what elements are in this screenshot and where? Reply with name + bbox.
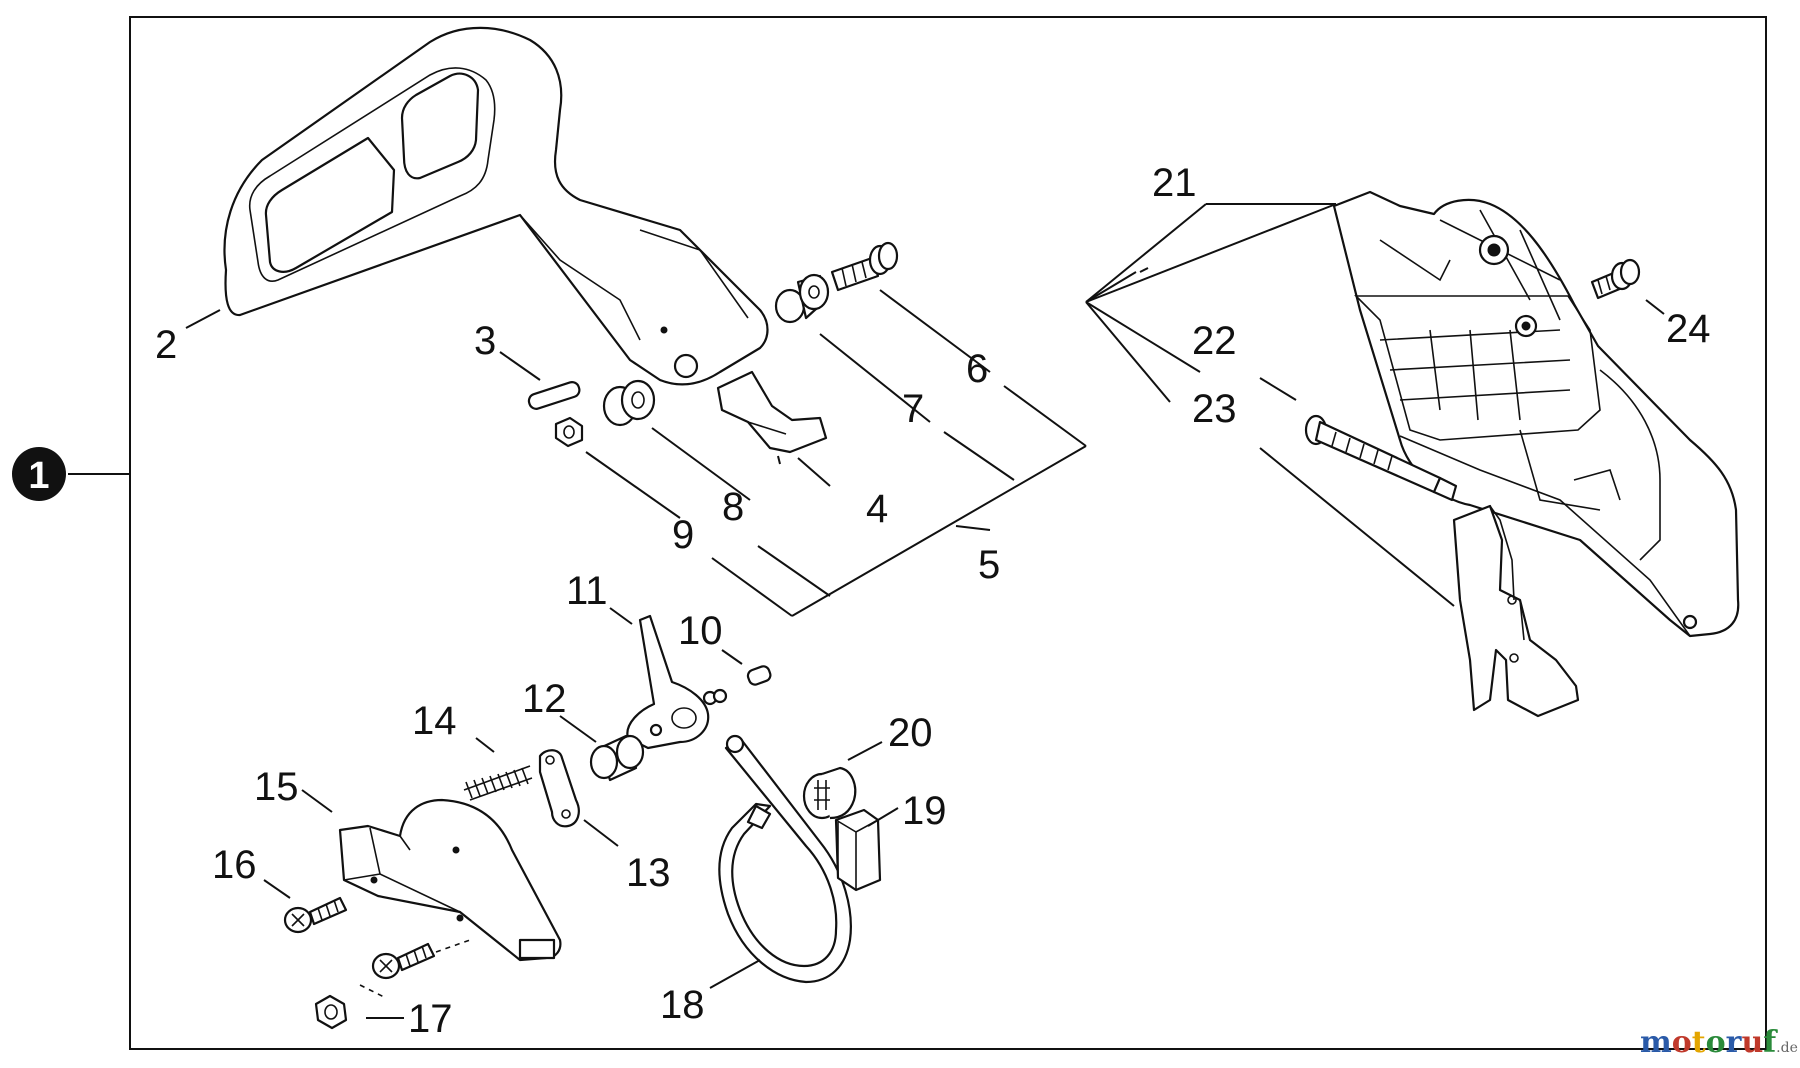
part-bolt-6	[830, 241, 899, 292]
wm-suffix: .de	[1776, 1040, 1798, 1056]
assembly-marker: 1	[12, 447, 130, 501]
callout-3: 3	[474, 319, 496, 363]
part-bolt-22	[1304, 414, 1458, 502]
diagram-frame	[129, 16, 1767, 1050]
callout-21: 21	[1152, 161, 1197, 205]
callout-16: 16	[212, 843, 257, 887]
part-collar-12	[589, 734, 645, 782]
part-cover-21	[1332, 190, 1740, 638]
part-hand-guard	[223, 26, 769, 386]
callout-labels: 2 3 4 5 6 7 8 9 10 11 12 13 14 15 16 17 …	[155, 161, 1711, 1041]
callout-22: 22	[1192, 319, 1237, 363]
part-bushing-20	[802, 766, 857, 820]
callout-12: 12	[522, 677, 567, 721]
wm-letter: m	[1640, 1025, 1672, 1060]
callout-14: 14	[412, 699, 457, 743]
part-nut-17	[314, 994, 348, 1030]
wm-letter: t	[1692, 1025, 1706, 1060]
part-bracket-23	[1452, 504, 1580, 718]
callout-2: 2	[155, 323, 177, 367]
part-pin-3	[527, 381, 581, 410]
part-link-13	[538, 749, 580, 828]
callout-24: 24	[1666, 307, 1711, 351]
callout-23: 23	[1192, 387, 1237, 431]
callout-4: 4	[866, 487, 888, 531]
callout-18: 18	[660, 983, 705, 1027]
assembly-number: 1	[28, 455, 49, 497]
wm-letter: r	[1726, 1025, 1743, 1060]
callout-10: 10	[678, 609, 723, 653]
watermark-logo: motoruf.de	[1640, 1025, 1798, 1060]
callout-8: 8	[722, 485, 744, 529]
part-lever-11	[626, 614, 728, 750]
part-spring-14	[463, 765, 533, 801]
part-nut-9	[554, 416, 584, 448]
callout-7: 7	[902, 387, 924, 431]
wm-letter: o	[1706, 1025, 1726, 1060]
part-bushing-7	[774, 273, 830, 324]
part-pin-10	[746, 665, 772, 686]
leader-lines	[185, 203, 1665, 1019]
callout-13: 13	[626, 851, 671, 895]
wm-letter: f	[1763, 1025, 1778, 1060]
callout-9: 9	[672, 513, 694, 557]
callout-17: 17	[408, 997, 453, 1041]
callout-6: 6	[966, 347, 988, 391]
callout-11: 11	[566, 569, 608, 613]
part-bracket-4	[716, 370, 828, 454]
callout-15: 15	[254, 765, 299, 809]
part-brake-band-18	[718, 734, 852, 984]
part-bushing-8	[602, 379, 656, 427]
callout-20: 20	[888, 711, 933, 755]
part-plate-15	[338, 798, 562, 962]
wm-letter: o	[1672, 1025, 1692, 1060]
callout-19: 19	[902, 789, 947, 833]
part-screws-16	[283, 896, 471, 999]
callout-5: 5	[978, 543, 1000, 587]
wm-letter: u	[1741, 1025, 1763, 1060]
part-screw-24	[1590, 258, 1641, 300]
